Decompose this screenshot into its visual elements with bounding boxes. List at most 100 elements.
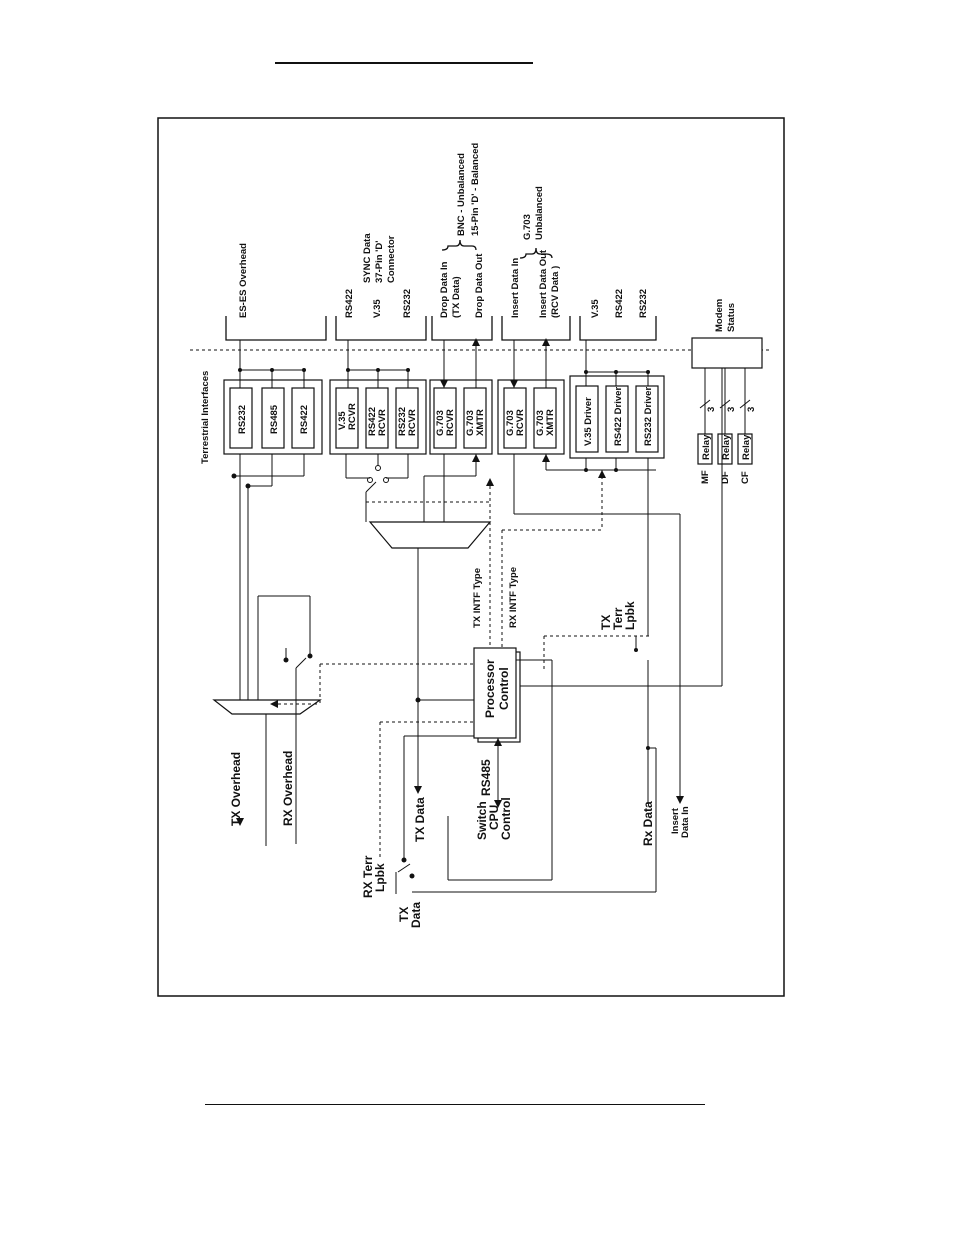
diagram-frame xyxy=(157,117,785,997)
modem-status-label-2: Status xyxy=(726,303,737,332)
modem-status-label-1: Modem xyxy=(714,299,725,332)
balanced-label: 15-Pin 'D' - Balanced xyxy=(470,143,481,236)
insert-data-in-label-1: Insert xyxy=(670,807,681,834)
processor-block xyxy=(473,647,517,739)
v35-rcvr-block xyxy=(335,387,359,449)
g703-xmtr-a-block xyxy=(463,387,487,449)
sync-rs422-label: RS422 xyxy=(344,289,355,318)
rs232-driver-label: RS232 Driver xyxy=(643,387,654,446)
rs232-block-label: RS232 xyxy=(237,405,248,434)
rs232-rcvr-block xyxy=(395,387,419,449)
rs422-rcvr-label-2: RCVR xyxy=(377,409,388,436)
g703-rcvr-a-label-2: RCVR xyxy=(445,409,456,436)
rs422-driver-label: RS422 Driver xyxy=(613,387,624,446)
drop-group-bracket xyxy=(431,316,493,341)
terrestrial-interfaces-heading: Terrestrial Interfaces xyxy=(200,371,211,464)
insert-group-bracket xyxy=(501,316,571,341)
es-overhead-label: ES-ES Overhead xyxy=(238,243,249,318)
tx-terr-label-3: Lpbk xyxy=(623,601,637,630)
rs485-block-label: RS485 xyxy=(269,404,280,434)
rx-intf-label: RX INTF Type xyxy=(508,567,519,628)
data-mux xyxy=(368,521,492,549)
relay-mf-label: Relay xyxy=(701,434,712,460)
g703-xmtr-b-label-2: XMTR xyxy=(545,409,556,436)
modem-rs232-label: RS232 xyxy=(638,289,649,318)
insert-in-label: Insert Data In xyxy=(510,258,521,318)
g703-rcvr-a-label-1: G.703 xyxy=(435,410,446,436)
insert-data-in-label-2: Data In xyxy=(680,806,691,838)
sync-connector-label: Connector xyxy=(386,235,397,283)
insert-out-label: Insert Data Out xyxy=(538,249,549,318)
relay-cf-label: Relay xyxy=(741,434,752,460)
switch-label-2: CPU xyxy=(487,805,501,830)
relay-df-label: Relay xyxy=(721,434,732,460)
relay-mf-tag: MF xyxy=(700,470,711,484)
rs422-rcvr-label-1: RS422 xyxy=(367,407,378,436)
rs232-block xyxy=(229,387,253,449)
rs485-block xyxy=(261,387,285,449)
v35-driver-label: V.35 Driver xyxy=(583,397,594,446)
g703-xmtr-b-label-1: G.703 xyxy=(535,410,546,436)
unbalanced-label: Unbalanced xyxy=(534,186,545,240)
relay-df-width: 3 xyxy=(726,407,737,412)
es-group-bracket xyxy=(225,316,327,341)
rs422-block xyxy=(291,387,315,449)
g703-label: G.703 xyxy=(522,214,533,240)
sync-v35-label: V.35 xyxy=(372,299,383,318)
modem-v35-label: V.35 xyxy=(590,299,601,318)
tx-overhead-label: TX Overhead xyxy=(229,752,243,826)
rs485-bus-label: RS485 xyxy=(479,759,493,796)
switch-label-1: Switch xyxy=(475,801,489,840)
relay-df-tag: DF xyxy=(720,471,731,484)
v35-driver-block xyxy=(575,385,599,453)
bnc-label: BNC - Unbalanced xyxy=(456,153,467,236)
g703-xmtr-a-label-1: G.703 xyxy=(465,410,476,436)
sync-pin-label: 37-Pin 'D' xyxy=(374,240,385,283)
rx-overhead-label: RX Overhead xyxy=(281,751,295,826)
relay-cf-tag: CF xyxy=(740,471,751,484)
rx-data-label: Rx Data xyxy=(641,801,655,846)
processor-label-1: Processor xyxy=(483,659,497,718)
rx-terr-label-1: RX Terr xyxy=(361,855,375,898)
v35-rcvr-label-1: V.35 xyxy=(337,411,348,430)
tx-data-label: TX Data xyxy=(413,797,427,842)
drop-brace xyxy=(441,239,477,251)
insert-brace xyxy=(519,247,553,259)
overhead-mux xyxy=(212,699,322,715)
g703-rcvr-b-label-1: G.703 xyxy=(505,410,516,436)
rs422-driver-block xyxy=(605,385,629,453)
drop-in-label: Drop Data In xyxy=(439,261,450,318)
tx-intf-label: TX INTF Type xyxy=(472,568,483,628)
v35-rcvr-label-2: RCVR xyxy=(347,403,358,430)
modem-rs422-label: RS422 xyxy=(614,289,625,318)
drop-in-sub-label: (TX Data) xyxy=(451,276,462,318)
bottom-rule xyxy=(205,1104,705,1105)
relay-cf-width: 3 xyxy=(746,407,757,412)
rx-terr-label-2: Lpbk xyxy=(373,863,387,892)
tx-data2-label-2: Data xyxy=(409,902,423,928)
rs232-driver-block xyxy=(635,385,659,453)
rs422-block-label: RS422 xyxy=(299,405,310,434)
g703-xmtr-b-block xyxy=(533,387,557,449)
sync-rs232-label: RS232 xyxy=(402,289,413,318)
sync-group-bracket xyxy=(335,316,427,341)
g703-rcvr-b-block xyxy=(503,387,527,449)
switch-label-3: Control xyxy=(499,797,513,840)
tx-data2-label-1: TX xyxy=(397,907,411,922)
modem-group-bracket xyxy=(579,316,657,341)
tx-terr-label-2: Terr xyxy=(611,607,625,630)
tx-terr-label-1: TX xyxy=(599,615,613,630)
g703-rcvr-b-label-2: RCVR xyxy=(515,409,526,436)
rs232-rcvr-label-1: RS232 xyxy=(397,407,408,436)
sync-data-label: SYNC Data xyxy=(362,233,373,283)
processor-label-2: Control xyxy=(497,667,511,710)
top-rule xyxy=(275,62,533,64)
g703-xmtr-a-label-2: XMTR xyxy=(475,409,486,436)
relay-mf-width: 3 xyxy=(706,407,717,412)
rs232-rcvr-label-2: RCVR xyxy=(407,409,418,436)
g703-rcvr-a-block xyxy=(433,387,457,449)
modem-status-box xyxy=(691,337,763,369)
rs422-rcvr-block xyxy=(365,387,389,449)
insert-out-sub-label: (RCV Data ) xyxy=(550,266,561,318)
